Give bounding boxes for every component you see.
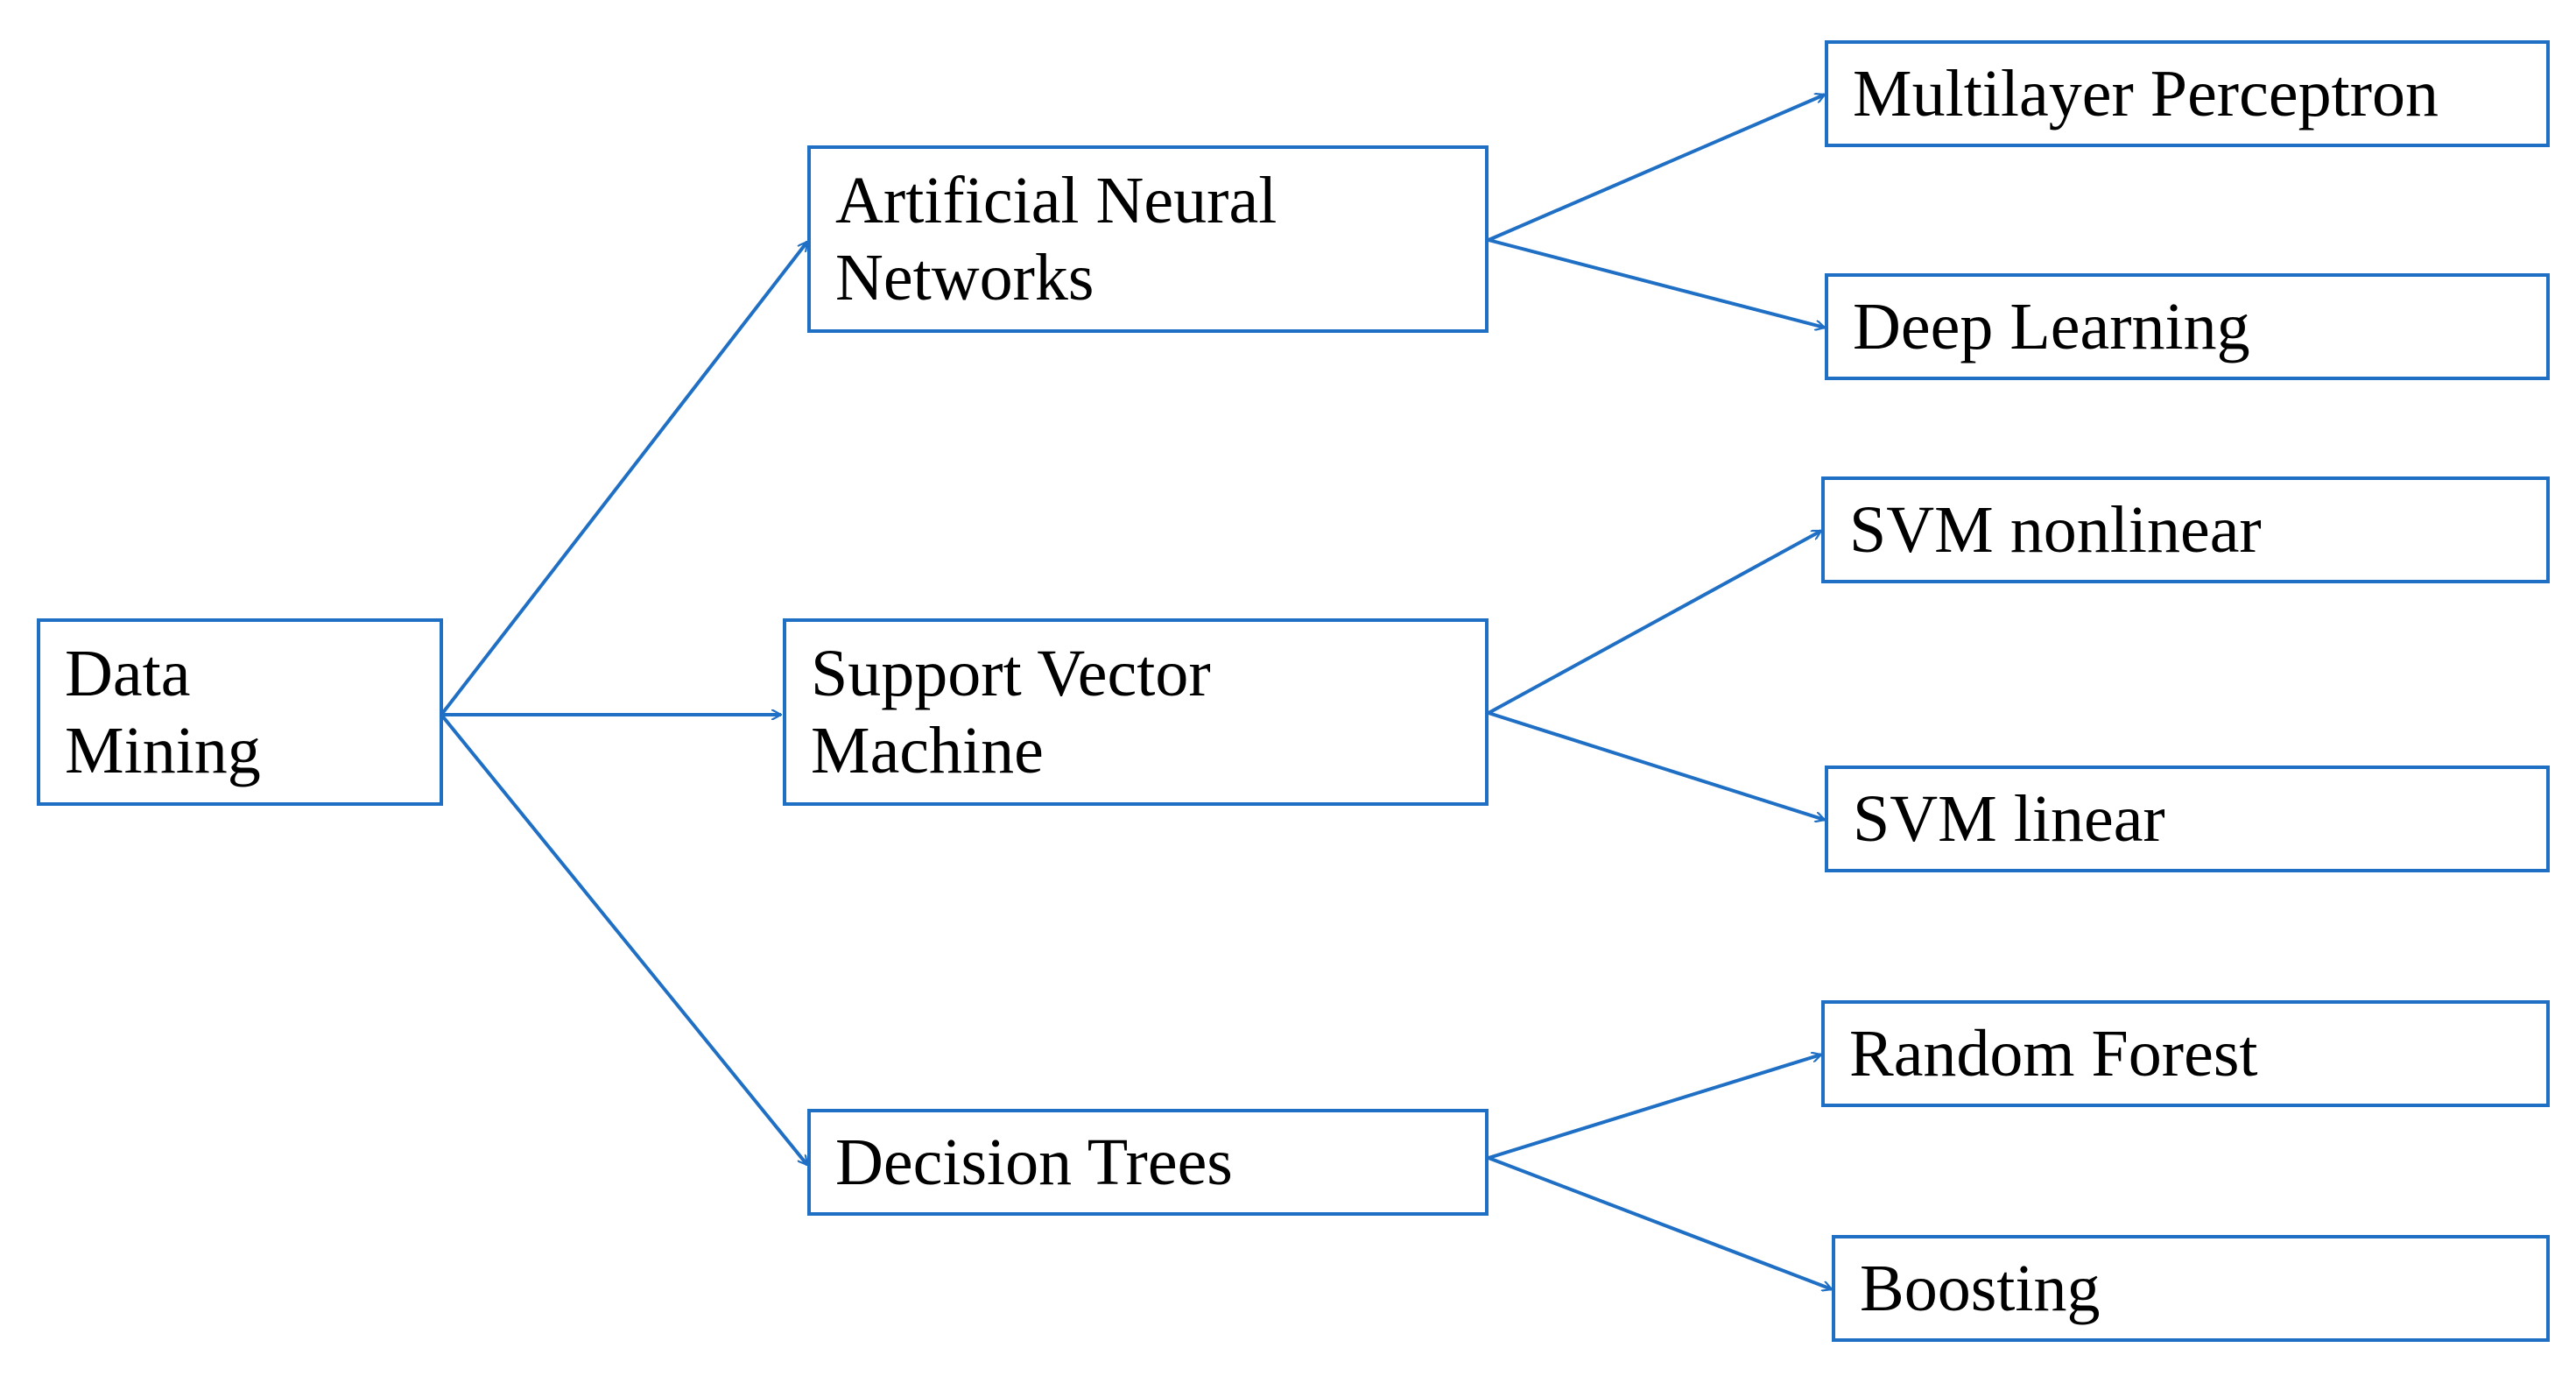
arrow-node-data-mining-to-node-decision-trees (440, 713, 809, 1165)
node-svm-linear-label: SVM linear (1853, 782, 2165, 856)
node-dl-label: Deep Learning (1853, 290, 2250, 363)
node-dt-label: Decision Trees (835, 1125, 1233, 1199)
node-data-mining-line2: Mining (65, 714, 261, 787)
node-deep-learning: Deep Learning (1825, 273, 2550, 380)
node-random-forest: Random Forest (1821, 1000, 2550, 1107)
arrow-node-artificial-neural-networks-to-node-multilayer-perceptron (1488, 95, 1825, 242)
arrow-node-support-vector-machine-to-node-svm-nonlinear (1488, 529, 1821, 715)
node-svm-line1: Support Vector (811, 637, 1211, 710)
node-rf-label: Random Forest (1849, 1017, 2258, 1090)
node-boosting: Boosting (1832, 1235, 2550, 1342)
node-ann-line2: Networks (835, 241, 1094, 314)
node-support-vector-machine: Support Vector Machine (783, 618, 1489, 806)
arrow-node-decision-trees-to-node-random-forest (1488, 1055, 1821, 1160)
node-boosting-label: Boosting (1860, 1252, 2101, 1325)
arrow-node-decision-trees-to-node-boosting (1488, 1156, 1832, 1289)
node-data-mining: Data Mining (37, 618, 443, 806)
node-svm-nonlinear: SVM nonlinear (1821, 476, 2550, 583)
node-svm-line2: Machine (811, 714, 1044, 787)
node-svm-linear: SVM linear (1825, 766, 2550, 872)
node-multilayer-perceptron: Multilayer Perceptron (1825, 40, 2550, 147)
node-data-mining-line1: Data (65, 637, 191, 710)
node-decision-trees: Decision Trees (807, 1109, 1489, 1216)
arrow-node-support-vector-machine-to-node-svm-linear (1488, 711, 1825, 820)
arrow-node-data-mining-to-node-artificial-neural-networks (440, 242, 809, 716)
node-ann-line1: Artificial Neural (835, 164, 1277, 237)
node-mlp-label: Multilayer Perceptron (1853, 57, 2439, 131)
node-artificial-neural-networks: Artificial Neural Networks (807, 145, 1489, 333)
arrow-node-artificial-neural-networks-to-node-deep-learning (1488, 238, 1825, 328)
node-svm-nonlinear-label: SVM nonlinear (1849, 493, 2262, 567)
